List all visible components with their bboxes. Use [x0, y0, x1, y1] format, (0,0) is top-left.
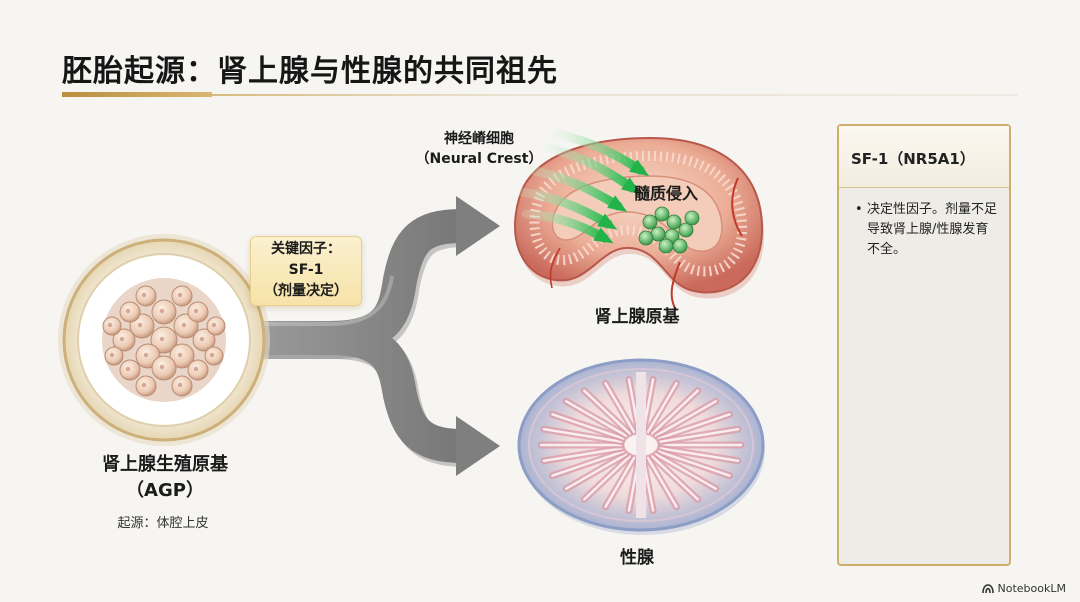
brand-label: NotebookLM: [997, 582, 1066, 595]
sf1-info-panel: SF-1（NR5A1） • 决定性因子。剂量不足导致肾上腺/性腺发育不全。: [837, 124, 1011, 566]
neural-crest-name-en: （Neural Crest）: [415, 151, 543, 167]
medulla-invasion-label: 髓质侵入: [633, 184, 699, 203]
sf1-bullet-text: 决定性因子。剂量不足导致肾上腺/性腺发育不全。: [867, 202, 998, 257]
neural-crest-arrow: [521, 209, 614, 244]
agp-cell: [112, 328, 136, 352]
neural-crest-label: 神经嵴细胞 （Neural Crest）: [416, 129, 543, 169]
gonad: [517, 358, 765, 535]
agp-cell: [192, 328, 216, 352]
adrenal-primordium-label: 肾上腺原基: [594, 307, 680, 327]
agp-cell: [151, 355, 177, 381]
sf1-bullet: • 决定性因子。剂量不足导致肾上腺/性腺发育不全。: [855, 200, 999, 260]
agp-cell-cluster: [58, 234, 270, 446]
agp-cell: [102, 316, 122, 336]
sf1-panel-heading: SF-1（NR5A1）: [839, 126, 1009, 188]
neural-crest-arrow: [543, 143, 641, 195]
medulla-cell: [684, 210, 700, 226]
slide-title: 胚胎起源：肾上腺与性腺的共同祖先: [62, 54, 558, 89]
title-underline-accent: [62, 92, 212, 97]
key-factor-note: （剂量决定）: [264, 283, 348, 299]
neural-crest-arrow: [525, 165, 628, 212]
sf1-panel-body: • 决定性因子。剂量不足导致肾上腺/性腺发育不全。: [839, 188, 1009, 260]
neural-crest-arrows: [517, 129, 650, 244]
medulla-cell: [642, 214, 658, 230]
agp-label: 肾上腺生殖原基 （AGP）: [102, 452, 228, 504]
medulla-cell: [654, 206, 670, 222]
neural-crest-arrow: [551, 129, 650, 177]
agp-cell: [119, 301, 141, 323]
medulla-cell: [672, 238, 688, 254]
notebooklm-logo-icon: [981, 583, 994, 593]
agp-cell: [204, 346, 224, 366]
key-factor-name: SF-1: [288, 262, 324, 278]
medulla-cell: [638, 230, 654, 246]
bullet-dot-icon: •: [855, 202, 863, 217]
agp-name: 肾上腺生殖原基: [102, 454, 228, 475]
key-factor-label: 关键因子：: [271, 241, 341, 257]
agp-cell: [206, 316, 226, 336]
agp-cell: [135, 375, 157, 397]
agp-cell: [104, 346, 124, 366]
neural-crest-arrow: [517, 187, 618, 230]
brand-footer: NotebookLM: [981, 582, 1066, 595]
agp-cell: [169, 343, 195, 369]
branching-arrow: [258, 196, 500, 476]
agp-cell: [187, 359, 209, 381]
agp-cell: [187, 301, 209, 323]
key-factor-box: 关键因子： SF-1 （剂量决定）: [250, 236, 362, 306]
medulla-cell: [678, 222, 694, 238]
agp-cell: [171, 375, 193, 397]
gonad-label: 性腺: [620, 548, 654, 568]
agp-origin: 起源：体腔上皮: [117, 516, 209, 531]
agp-cell: [119, 359, 141, 381]
medulla-cell: [658, 238, 674, 254]
agp-cell: [150, 326, 178, 354]
agp-cell: [151, 299, 177, 325]
neural-crest-name-cn: 神经嵴细胞: [444, 131, 514, 147]
agp-abbr: （AGP）: [126, 480, 204, 501]
agp-cell: [171, 285, 193, 307]
agp-cell: [135, 285, 157, 307]
title-underline: [62, 94, 1018, 96]
medulla-cell: [666, 214, 682, 230]
